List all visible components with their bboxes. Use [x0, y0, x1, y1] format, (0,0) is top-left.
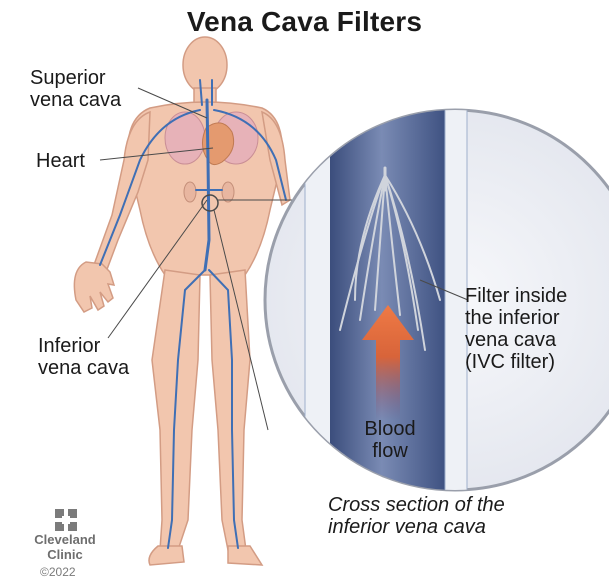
label-superior-line1: Superior	[30, 67, 121, 89]
label-filter-line1: Filter inside	[465, 285, 567, 307]
label-blood-flow: Blood flow	[360, 418, 420, 462]
cross-section-caption: Cross section of the inferior vena cava	[328, 494, 505, 538]
right-hand	[74, 262, 114, 312]
label-blood-line1: Blood	[360, 418, 420, 440]
label-inferior-line2: vena cava	[38, 357, 129, 379]
label-superior-vena-cava: Superior vena cava	[30, 67, 121, 111]
caption-line1: Cross section of the	[328, 494, 505, 516]
right-lung	[165, 112, 205, 164]
label-heart: Heart	[36, 150, 85, 172]
vessel-wall-right	[445, 100, 467, 520]
label-superior-line2: vena cava	[30, 89, 121, 111]
cleveland-clinic-logo-icon	[54, 508, 78, 532]
logo-name-line1: Cleveland	[30, 533, 100, 547]
left-foot	[228, 546, 262, 565]
label-filter-line3: vena cava	[465, 329, 567, 351]
label-blood-line2: flow	[360, 440, 420, 462]
right-foot	[149, 546, 184, 565]
label-inferior-line1: Inferior	[38, 335, 129, 357]
kidney-right	[184, 182, 196, 202]
label-ivc-filter: Filter inside the inferior vena cava (IV…	[465, 285, 567, 373]
copyright-text: ©2022	[40, 565, 76, 579]
kidney-left	[222, 182, 234, 202]
label-inferior-vena-cava: Inferior vena cava	[38, 335, 129, 379]
torso	[128, 102, 283, 275]
label-filter-line2: the inferior	[465, 307, 567, 329]
head	[183, 37, 227, 93]
caption-line2: inferior vena cava	[328, 516, 505, 538]
logo-name-line2: Clinic	[30, 548, 100, 562]
label-filter-line4: (IVC filter)	[465, 351, 567, 373]
